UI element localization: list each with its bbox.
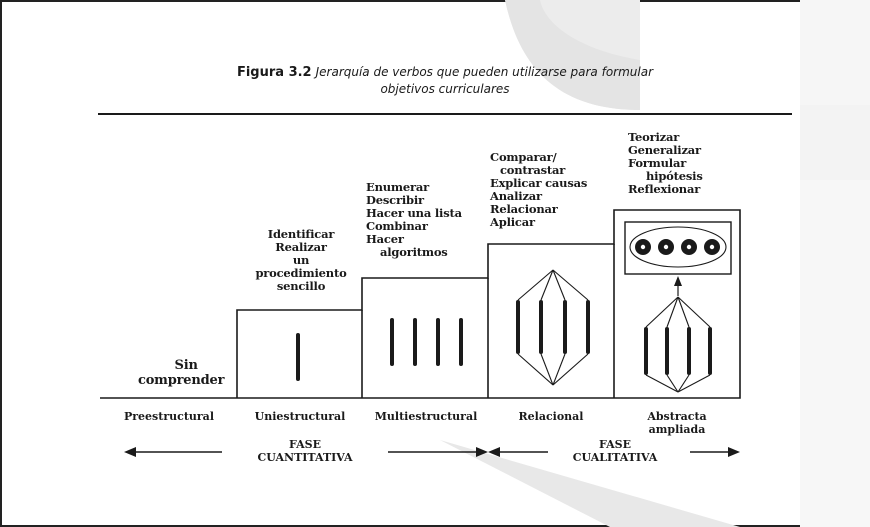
abstract-node-center (663, 244, 669, 250)
right-margin-strip (800, 0, 870, 527)
multistructural-bar (436, 318, 440, 366)
verb: Analizar (490, 189, 542, 203)
abstract-node-center (640, 244, 646, 250)
verb: Teorizar (628, 130, 680, 144)
verb: Hacer (366, 232, 404, 246)
verb: contrastar (500, 163, 566, 177)
unistructural-bar (296, 333, 300, 381)
figure-label: Figura 3.2 (236, 65, 312, 80)
phase-quantitative: FASE CUANTITATIVA (230, 438, 380, 464)
abstract-connector-lines (645, 296, 711, 393)
phase-qualitative-line1: FASE (598, 438, 632, 451)
caption-abstracta-line2: ampliada (648, 423, 706, 436)
abstract-inner-box (624, 221, 732, 275)
abstract-arrow-head (674, 276, 682, 286)
verb: Realizar (275, 240, 327, 254)
phase-qualitative: FASE CUALITATIVA (550, 438, 680, 464)
verbs-multiestructural: Enumerar Describir Hacer una lista Combi… (366, 181, 462, 259)
caption-abstracta: Abstracta ampliada (615, 410, 739, 436)
abstract-node-center (686, 244, 692, 250)
verb: hipótesis (646, 169, 703, 183)
verb: procedimiento (255, 266, 347, 280)
staircase-outline (100, 209, 741, 399)
verb: Comparar/ (490, 150, 557, 164)
phase-quantitative-line1: FASE (288, 438, 322, 451)
quant-arrowhead-left (124, 447, 136, 457)
verb: un (292, 253, 310, 267)
abstract-bar (687, 327, 691, 375)
strip-panel-top (800, 0, 870, 105)
verb: Hacer una lista (366, 206, 462, 220)
relational-bar (563, 300, 567, 354)
verb: comprender (138, 373, 225, 388)
verb: Sin (174, 358, 198, 373)
quant-arrowhead-right (476, 447, 488, 457)
abstract-bar (665, 327, 669, 375)
caption-uniestructural: Uniestructural (254, 410, 346, 423)
phase-qualitative-line2: CUALITATIVA (572, 451, 658, 464)
relational-connector-lines (517, 269, 589, 386)
verb: Generalizar (628, 143, 701, 157)
verbs-preestructural: Sin comprender (138, 358, 224, 388)
relational-bar (586, 300, 590, 354)
verb: sencillo (276, 279, 326, 293)
verb: Combinar (366, 219, 428, 233)
figure-title-line1: Jerarquía de verbos que pueden utilizars… (315, 65, 654, 79)
verb: Aplicar (490, 215, 535, 229)
verb: Relacionar (490, 202, 558, 216)
caption-relacional: Relacional (518, 410, 584, 423)
relational-bar (516, 300, 520, 354)
verbs-uniestructural: Identificar Realizar un procedimiento se… (246, 228, 356, 293)
caption-abstracta-line1: Abstracta (647, 410, 707, 423)
relational-bar (539, 300, 543, 354)
verbs-abstracta: Teorizar Generalizar Formular hipótesis … (628, 131, 703, 196)
verb: Explicar causas (490, 176, 588, 190)
multistructural-bar (390, 318, 394, 366)
multistructural-bar (459, 318, 463, 366)
verbs-relacional: Comparar/ contrastar Explicar causas Ana… (490, 151, 587, 229)
verb: Identificar (267, 227, 335, 241)
strip-panel-bottom (800, 180, 870, 527)
phase-quantitative-line2: CUANTITATIVA (257, 451, 353, 464)
figure-title-line2: objetivos curriculares (380, 82, 510, 96)
watermark-bottom-shape (440, 440, 740, 527)
qual-arrowhead-right (728, 447, 740, 457)
verb: Describir (366, 193, 424, 207)
title-rule (98, 113, 792, 115)
abstract-bar (708, 327, 712, 375)
abstract-oval (629, 226, 727, 268)
watermark-top-wedge (505, 0, 640, 110)
caption-preestructural: Preestructural (123, 410, 214, 423)
qual-arrowhead-left (488, 447, 500, 457)
caption-multiestructural: Multiestructural (374, 410, 478, 423)
verb: Formular (628, 156, 687, 170)
abstract-bar (644, 327, 648, 375)
verb: Enumerar (366, 180, 429, 194)
multistructural-bar (413, 318, 417, 366)
verb: Reflexionar (628, 182, 701, 196)
abstract-node-center (709, 244, 715, 250)
verb: algoritmos (380, 245, 448, 259)
